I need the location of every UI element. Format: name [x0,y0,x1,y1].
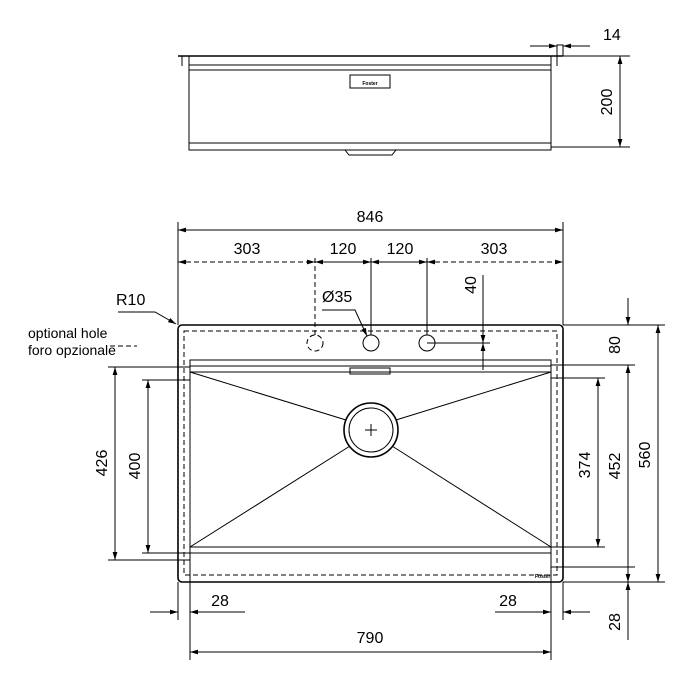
drain [343,402,399,458]
dim-14: 14 [603,27,621,44]
dim-846: 846 [357,209,384,226]
dim-120-left: 120 [330,241,357,258]
dim-426: 426 [94,450,111,477]
legend-foro-opzionale: foro opzionale [28,342,116,358]
dim-28-left: 28 [211,593,229,610]
dim-200: 200 [599,89,616,116]
dim-400: 400 [127,453,144,480]
dim-28-right: 28 [499,593,517,610]
dim-28-vertical: 28 [607,613,624,631]
optional-hole [306,334,324,352]
overflow [349,367,391,375]
dim-120-right: 120 [387,241,414,258]
tap-hole [362,334,380,352]
logo-text: Foster [535,574,550,580]
dim-40: 40 [463,276,480,294]
logo-text: Foster [362,81,377,87]
dim-303-left: 303 [234,241,261,258]
hole-diameter-label: Ø35 [322,289,352,306]
dim-303-right: 303 [481,241,508,258]
dim-452: 452 [607,453,624,480]
dim-560: 560 [637,442,654,469]
plan-view: Foster R10 optional hole foro opzionale … [28,209,665,660]
radius-label: R10 [116,292,145,309]
dim-374: 374 [577,452,594,479]
legend-optional-hole: optional hole [28,325,108,341]
dim-80: 80 [607,336,624,354]
logo-plate [349,74,391,89]
drain-outline [344,149,397,156]
side-elevation-view: Foster 14 200 [178,27,630,156]
dim-790: 790 [357,630,384,647]
